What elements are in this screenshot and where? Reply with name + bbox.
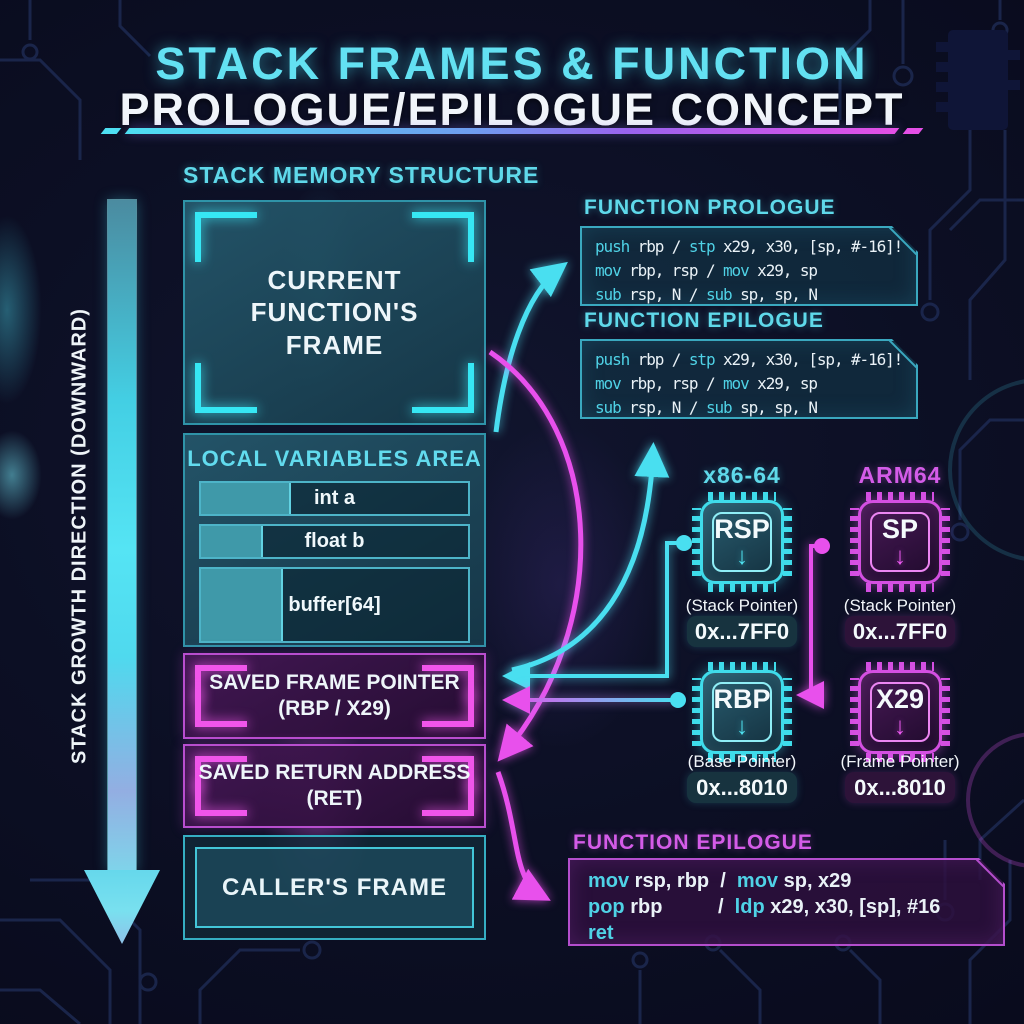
chip-pins xyxy=(866,753,934,762)
arch-label-x86: x86-64 xyxy=(703,462,781,488)
chip-pins xyxy=(708,662,776,671)
function-prologue-heading: FUNCTION PROLOGUE xyxy=(584,196,836,219)
var-row-int-a: int a xyxy=(199,481,470,516)
chip-caption-rbp: (Base Pointer) xyxy=(687,752,797,771)
divider-left-tick xyxy=(100,128,122,134)
current-frame-box: CURRENT FUNCTION'S FRAME xyxy=(183,200,486,425)
epilogue-top-code-block: push rbp / stp x29, x30, [sp, #-16]!mov … xyxy=(580,339,918,419)
divider-bar xyxy=(124,128,900,134)
address-badge-sp: 0x...7FF0 xyxy=(845,616,955,647)
caller-frame-box: CALLER'S FRAME xyxy=(183,835,486,940)
chip-pins xyxy=(708,583,776,592)
register-name: RBP xyxy=(713,683,771,714)
chip-pins xyxy=(692,508,701,576)
chip-pins xyxy=(692,678,701,746)
chip-pins xyxy=(941,508,950,576)
saved-frame-pointer-box: SAVED FRAME POINTER (RBP / X29) xyxy=(183,653,486,739)
var-label: buffer[64] xyxy=(288,593,381,616)
chip-caption-rsp: (Stack Pointer) xyxy=(685,596,799,615)
chip-pins xyxy=(866,662,934,671)
down-arrow-icon: ↓ xyxy=(894,542,906,570)
caller-frame-label: CALLER'S FRAME xyxy=(221,873,448,901)
title-divider xyxy=(0,128,1024,134)
chip-pins xyxy=(850,508,859,576)
divider-right-tick xyxy=(902,128,924,134)
saved-frame-pointer-line2: (RBP / X29) xyxy=(278,697,391,720)
arch-label-arm64: ARM64 xyxy=(858,462,942,488)
growth-arrow-label: STACK GROWTH DIRECTION (DOWNWARD) xyxy=(68,308,91,764)
chip-x29: X29 ↓ xyxy=(850,662,950,762)
chip-pins xyxy=(783,678,792,746)
down-arrow-icon: ↓ xyxy=(736,712,748,740)
chip-pins xyxy=(941,678,950,746)
down-arrow-icon: ↓ xyxy=(894,712,906,740)
chip-caption-x29: (Frame Pointer) xyxy=(840,752,960,771)
prologue-code-block: push rbp / stp x29, x30, [sp, #-16]!mov … xyxy=(580,226,918,306)
chip-pins xyxy=(708,753,776,762)
chip-rsp: RSP ↓ xyxy=(692,492,792,592)
var-row-float-b: float b xyxy=(199,524,470,559)
address-badge-rbp: 0x...8010 xyxy=(687,772,797,803)
page-title-line2: PROLOGUE/EPILOGUE CONCEPT xyxy=(119,84,905,135)
local-variables-heading: LOCAL VARIABLES AREA xyxy=(187,446,482,471)
chip-rbp: RBP ↓ xyxy=(692,662,792,762)
stack-memory-heading: STACK MEMORY STRUCTURE xyxy=(183,162,540,188)
function-epilogue-bottom-heading: FUNCTION EPILOGUE xyxy=(573,831,813,854)
chip-pins xyxy=(866,492,934,501)
var-size-fill xyxy=(201,483,291,514)
saved-return-address-line2: (RET) xyxy=(306,787,363,810)
address-badge-x29: 0x...8010 xyxy=(845,772,955,803)
address-badge-rsp: 0x...7FF0 xyxy=(687,616,797,647)
chip-pins xyxy=(866,583,934,592)
var-label: float b xyxy=(304,530,365,552)
chip-caption-sp: (Stack Pointer) xyxy=(843,596,957,615)
chip-pins xyxy=(783,508,792,576)
register-name: X29 xyxy=(875,683,925,714)
saved-return-address-line1: SAVED RETURN ADDRESS xyxy=(198,760,471,784)
register-name: SP xyxy=(881,513,919,544)
var-label: int a xyxy=(313,487,356,509)
chip-pins xyxy=(708,492,776,501)
var-size-fill xyxy=(201,569,283,641)
current-frame-label-line2: FRAME xyxy=(285,329,384,360)
local-variables-box: LOCAL VARIABLES AREA int a float b buffe… xyxy=(183,433,486,647)
down-arrow-icon: ↓ xyxy=(736,542,748,570)
chip-pins xyxy=(850,678,859,746)
register-name: RSP xyxy=(714,513,770,544)
current-frame-label-line1: CURRENT FUNCTION'S xyxy=(250,264,419,328)
saved-return-address-box: SAVED RETURN ADDRESS (RET) xyxy=(183,744,486,828)
chip-sp: SP ↓ xyxy=(850,492,950,592)
page-title-line1: STACK FRAMES & FUNCTION xyxy=(155,38,869,89)
saved-frame-pointer-line1: SAVED FRAME POINTER xyxy=(209,670,460,694)
var-size-fill xyxy=(201,526,263,557)
growth-arrow-shaft xyxy=(107,199,137,873)
var-row-buffer: buffer[64] xyxy=(199,567,470,643)
function-epilogue-top-heading: FUNCTION EPILOGUE xyxy=(584,309,824,332)
